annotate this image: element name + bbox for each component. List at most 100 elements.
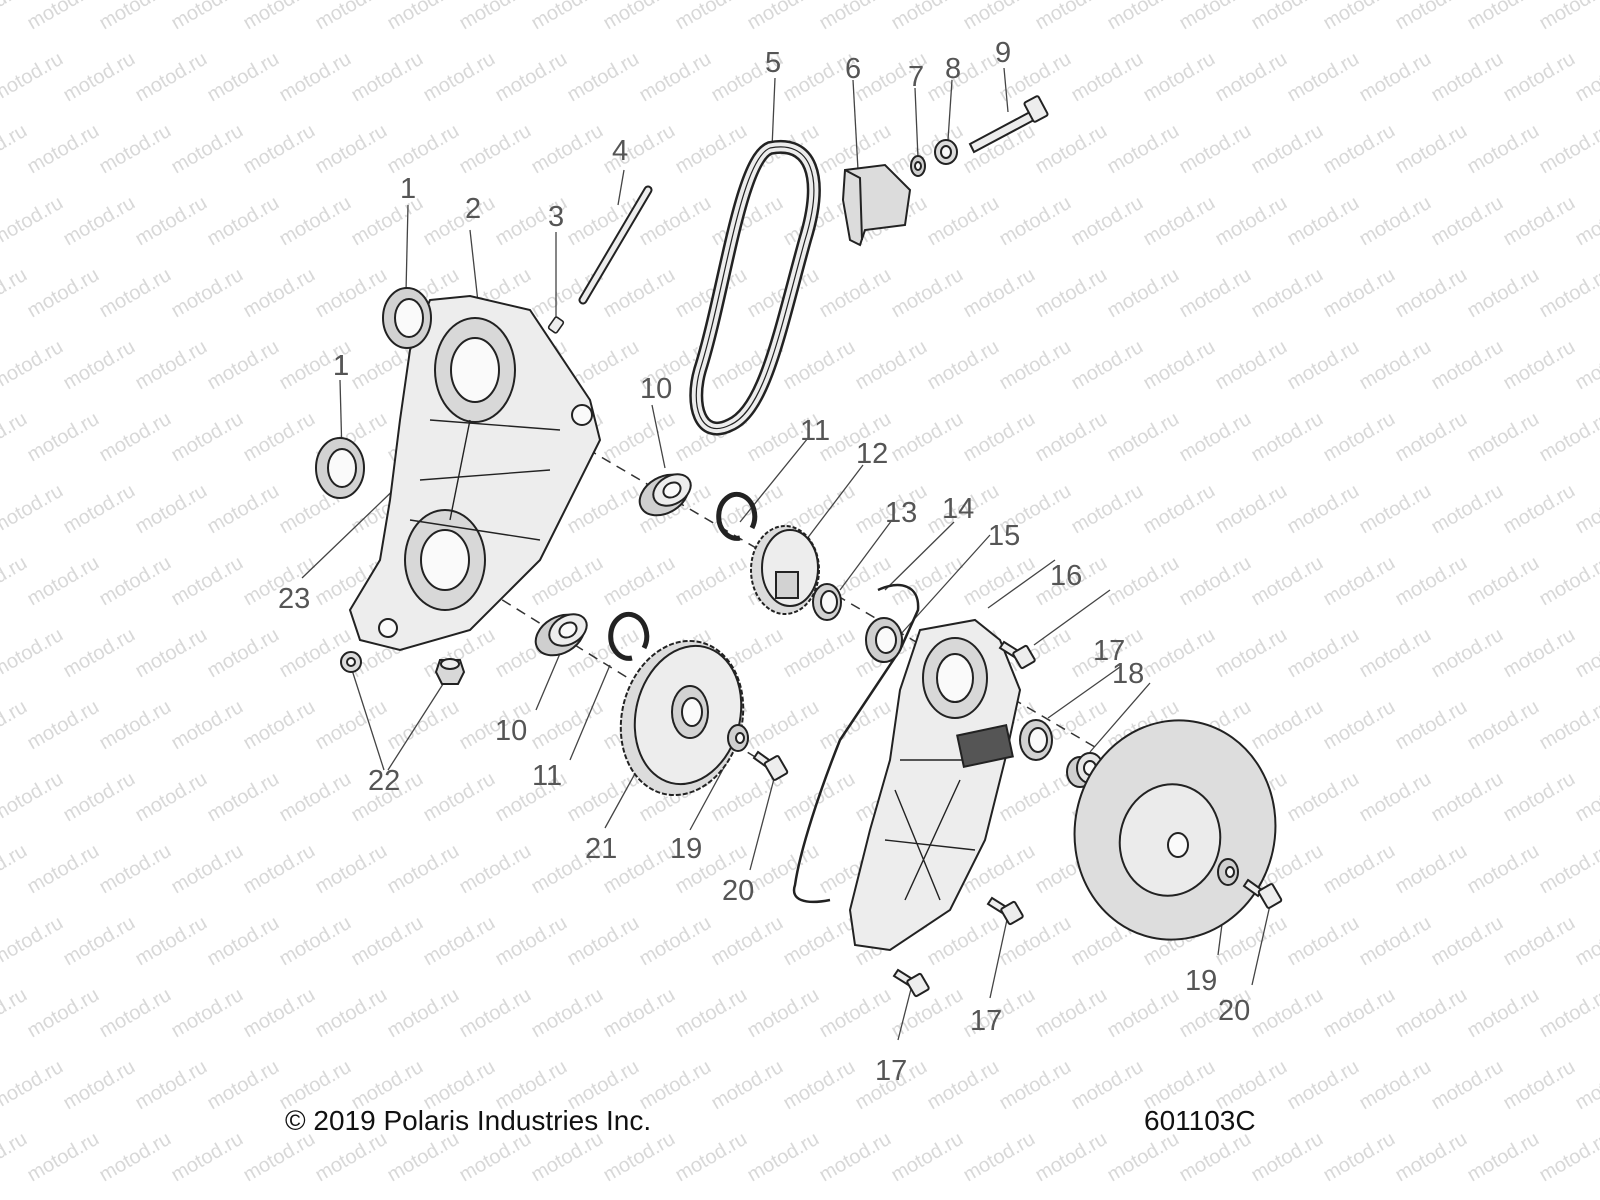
callout-9: 9: [995, 37, 1011, 69]
callout-21: 21: [585, 833, 617, 865]
watermark-text: motod.ru: [204, 912, 283, 971]
watermark-text: motod.ru: [420, 48, 499, 107]
watermark-text: motod.ru: [1356, 1056, 1435, 1115]
watermark-text: motod.ru: [1248, 120, 1327, 179]
watermark-text: motod.ru: [1464, 984, 1543, 1043]
watermark-text: motod.ru: [168, 552, 247, 611]
bolt-20-left: [752, 750, 789, 781]
watermark-text: motod.ru: [744, 1128, 823, 1187]
watermark-text: motod.ru: [0, 120, 31, 179]
watermark-text: motod.ru: [1428, 624, 1507, 683]
watermark-text: motod.ru: [528, 0, 607, 34]
watermark-text: motod.ru: [780, 624, 859, 683]
figure-id: 601103C: [1144, 1105, 1256, 1136]
watermark-text: motod.ru: [456, 840, 535, 899]
o-ring-13: [812, 583, 842, 621]
watermark-text: motod.ru: [1464, 0, 1543, 34]
watermark-text: motod.ru: [564, 768, 643, 827]
watermark-text: motod.ru: [1428, 336, 1507, 395]
watermark-text: motod.ru: [1500, 480, 1579, 539]
watermark-text: motod.ru: [456, 984, 535, 1043]
watermark-text: motod.ru: [0, 984, 31, 1043]
watermark-text: motod.ru: [0, 624, 67, 683]
watermark-text: motod.ru: [1212, 48, 1291, 107]
watermark-text: motod.ru: [1032, 408, 1111, 467]
watermark-text: motod.ru: [276, 912, 355, 971]
watermark-text: motod.ru: [60, 48, 139, 107]
watermark-text: motod.ru: [1464, 1128, 1543, 1187]
watermark-text: motod.ru: [1428, 1056, 1507, 1115]
watermark-text: motod.ru: [0, 48, 67, 107]
watermark-text: motod.ru: [672, 0, 751, 34]
watermark-text: motod.ru: [0, 840, 31, 899]
watermark-text: motod.ru: [384, 120, 463, 179]
watermark-text: motod.ru: [24, 840, 103, 899]
watermark-text: motod.ru: [672, 1128, 751, 1187]
watermark-text: motod.ru: [888, 1128, 967, 1187]
watermark-text: motod.ru: [1104, 984, 1183, 1043]
watermark-text: motod.ru: [1572, 480, 1600, 539]
watermark-text: motod.ru: [96, 840, 175, 899]
callout-14: 14: [942, 493, 974, 525]
watermark-text: motod.ru: [60, 912, 139, 971]
watermark-text: motod.ru: [132, 624, 211, 683]
watermark-text: motod.ru: [168, 840, 247, 899]
watermark-text: motod.ru: [1536, 1128, 1600, 1187]
watermark-text: motod.ru: [1428, 48, 1507, 107]
watermark-text: motod.ru: [132, 336, 211, 395]
callout-20: 20: [722, 875, 754, 907]
callout-4: 4: [612, 135, 628, 167]
watermark-text: motod.ru: [636, 912, 715, 971]
watermark-text: motod.ru: [1320, 696, 1399, 755]
watermark-text: motod.ru: [240, 120, 319, 179]
watermark-text: motod.ru: [1320, 840, 1399, 899]
retaining-ring-lower: [608, 611, 650, 661]
watermark-text: motod.ru: [1392, 984, 1471, 1043]
watermark-text: motod.ru: [600, 0, 679, 34]
watermark-text: motod.ru: [132, 192, 211, 251]
watermark-text: motod.ru: [1428, 912, 1507, 971]
watermark-text: motod.ru: [960, 0, 1039, 34]
watermark-text: motod.ru: [240, 840, 319, 899]
watermark-text: motod.ru: [1392, 552, 1471, 611]
callout-10: 10: [495, 715, 527, 747]
watermark-text: motod.ru: [1284, 1056, 1363, 1115]
watermark-text: motod.ru: [1572, 768, 1600, 827]
bearing-lower: [534, 613, 588, 657]
callout-6: 6: [845, 53, 861, 85]
watermark-text: motod.ru: [60, 480, 139, 539]
callout-1: 1: [333, 350, 349, 382]
watermark-text: motod.ru: [528, 696, 607, 755]
watermark-text: motod.ru: [1248, 264, 1327, 323]
flange-bolt-middle: [986, 896, 1024, 926]
oil-seal-15: [865, 617, 903, 663]
watermark-text: motod.ru: [0, 336, 67, 395]
lower-sprocket: [619, 639, 745, 797]
watermark-text: motod.ru: [24, 984, 103, 1043]
watermark-text: motod.ru: [168, 408, 247, 467]
watermark-text: motod.ru: [1500, 912, 1579, 971]
watermark-text: motod.ru: [1212, 624, 1291, 683]
bolt-20-right: [1242, 878, 1283, 909]
watermark-text: motod.ru: [816, 984, 895, 1043]
watermark-text: motod.ru: [168, 264, 247, 323]
watermark-text: motod.ru: [1320, 552, 1399, 611]
watermark-text: motod.ru: [204, 336, 283, 395]
watermark-text: motod.ru: [780, 912, 859, 971]
watermark-text: motod.ru: [924, 192, 1003, 251]
watermark-text: motod.ru: [1176, 552, 1255, 611]
callout-12: 12: [856, 438, 888, 470]
watermark-text: motod.ru: [888, 264, 967, 323]
watermark-text: motod.ru: [924, 1056, 1003, 1115]
watermark-text: motod.ru: [0, 552, 31, 611]
callout-19: 19: [670, 833, 702, 865]
watermark-text: motod.ru: [0, 696, 31, 755]
watermark-text: motod.ru: [240, 0, 319, 34]
watermark-text: motod.ru: [1032, 120, 1111, 179]
washer-19-left: [727, 724, 749, 752]
watermark-text: motod.ru: [708, 912, 787, 971]
watermark-text: motod.ru: [1320, 120, 1399, 179]
watermark-text: motod.ru: [600, 984, 679, 1043]
watermark-text: motod.ru: [1464, 264, 1543, 323]
